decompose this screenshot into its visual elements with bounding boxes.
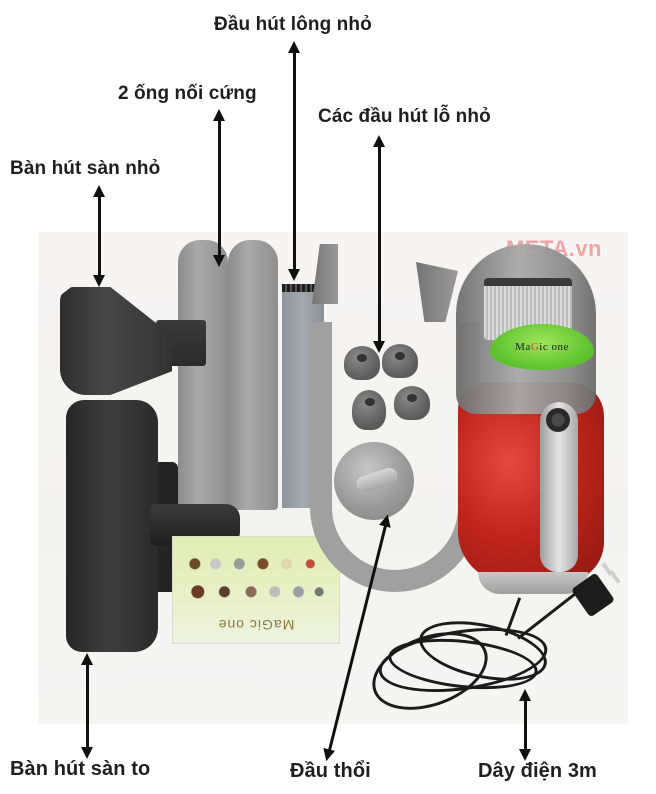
arrow-small-nozzles-icon xyxy=(373,135,385,353)
small-nozzle-3 xyxy=(352,390,386,430)
small-nozzle-4 xyxy=(394,386,430,420)
label-power-cord: Dây điện 3m xyxy=(478,760,597,782)
arrow-small-brush-icon xyxy=(288,41,300,281)
label-small-nozzles: Các đầu hút lỗ nhỏ xyxy=(318,106,491,127)
label-rigid-tubes: 2 ống nối cứng xyxy=(118,83,257,104)
arrow-power-cord-icon xyxy=(519,689,531,761)
product-photo: META.vn MaGic one MaGic one xyxy=(38,232,628,724)
small-nozzle-2 xyxy=(382,344,418,378)
crevice-nozzle-right xyxy=(416,262,458,322)
power-cord-lead xyxy=(517,590,579,640)
large-floor-head xyxy=(66,400,158,652)
crevice-nozzle-left xyxy=(312,244,338,304)
power-switch-icon xyxy=(546,408,570,432)
label-blower-head: Đầu thổi xyxy=(290,760,371,782)
small-floor-head xyxy=(60,287,172,395)
arrow-large-floor-head-icon xyxy=(81,653,93,759)
arrow-rigid-tubes-icon xyxy=(213,109,225,267)
catalog-booklet: MaGic one xyxy=(172,536,340,644)
label-small-brush: Đầu hút lông nhỏ xyxy=(214,14,372,35)
rigid-tube-2 xyxy=(228,240,278,510)
vacuum-base xyxy=(478,572,588,594)
vacuum-logo: MaGic one xyxy=(490,324,594,370)
plug-pin xyxy=(609,570,621,584)
booklet-brand: MaGic one xyxy=(217,617,295,633)
vacuum-body xyxy=(458,382,604,582)
label-large-floor-head: Bàn hút sàn to xyxy=(10,758,151,780)
label-small-floor-head: Bàn hút sàn nhỏ xyxy=(10,158,161,179)
rigid-tube-1 xyxy=(178,240,228,520)
vacuum-logo-text: MaGic one xyxy=(515,341,569,353)
arrow-small-floor-head-icon xyxy=(93,185,105,287)
booklet-product-images xyxy=(183,547,331,603)
brush-bristles xyxy=(282,284,324,292)
